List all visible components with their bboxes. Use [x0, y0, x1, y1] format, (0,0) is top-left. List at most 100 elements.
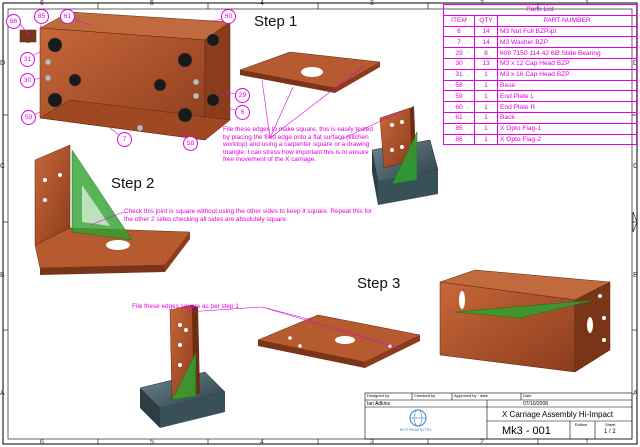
step2-heading: Step 2 [111, 175, 155, 192]
centering-mark-right [632, 211, 638, 233]
balloon-86: 86 [6, 14, 21, 29]
zone-bottom-3: 3 [370, 439, 374, 446]
parts-cell-part: 608 7150 114 42 6Ø Slide Bearing [497, 47, 637, 59]
parts-cell-qty: 1 [474, 122, 498, 135]
date-label: Date [523, 393, 532, 398]
approved-by-label: Approved by - date [454, 393, 488, 398]
parts-list-title: Parts List [443, 4, 637, 16]
zone-left-b: B [0, 272, 5, 279]
zone-bottom-4: 4 [260, 439, 264, 446]
step1-note: File these edges to make square, this is… [223, 126, 373, 164]
parts-cell-item: 60 [443, 101, 475, 113]
balloon-58: 58 [183, 136, 198, 151]
sheet-value: 1 / 2 [604, 429, 616, 435]
parts-cell-qty: 1 [474, 90, 498, 103]
drawing-title: X Carriage Assembly Hi-Impact [502, 410, 614, 419]
step2-note: Check this joint is square without using… [124, 208, 372, 223]
zone-left-d: D [0, 60, 6, 67]
balloon-30: 30 [20, 73, 35, 88]
step3-heading: Step 3 [357, 275, 401, 292]
step2-assembly [34, 144, 191, 275]
parts-cell-item: 30 [443, 57, 475, 70]
parts-cell-item: 86 [443, 133, 475, 146]
parts-cell-part: End Plate R [497, 101, 637, 113]
parts-header-part-number: PART NUMBER [497, 14, 637, 27]
company-logo-text: BITS FROM BYTES [400, 428, 432, 432]
parts-cell-part: Base [497, 79, 637, 92]
sheet-label: Sheet [605, 422, 616, 427]
checked-by-label: Checked by [414, 393, 436, 398]
parts-cell-qty: 14 [474, 36, 498, 49]
zone-bottom-5: 5 [150, 439, 154, 446]
logo-globe [409, 409, 427, 427]
zone-bottom-1: 1 [585, 439, 589, 446]
zone-ticks [3, 3, 637, 444]
parts-cell-qty: 1 [474, 101, 498, 113]
parts-cell-qty: 1 [474, 111, 498, 124]
parts-cell-part: End Plate L [497, 90, 637, 103]
parts-cell-item: 7 [443, 36, 475, 49]
balloon-31: 31 [20, 52, 35, 67]
step3-l-assembly [439, 269, 611, 373]
zone-top-2: 2 [480, 0, 484, 7]
step3-square-test [139, 304, 226, 428]
parts-cell-part: M3 x 16 Cap Head BZP [497, 68, 637, 81]
parts-header-item: ITEM [443, 14, 475, 27]
step3-note: File these edges square as per step 1 [132, 303, 239, 310]
parts-cell-qty: 8 [474, 47, 498, 59]
designed-by-value: Ian Adkins [367, 401, 391, 407]
parts-cell-qty: 1 [474, 68, 498, 81]
balloon-29: 29 [235, 88, 250, 103]
step3-base-plate [257, 314, 421, 368]
balloon-59: 59 [21, 110, 36, 125]
zone-right-a: A [633, 390, 638, 397]
inner-border [7, 8, 633, 440]
step1-assembly [19, 11, 231, 141]
parts-cell-item: 6 [443, 25, 475, 38]
zone-left-c: C [0, 163, 6, 170]
title-block-frame [364, 392, 633, 440]
parts-header-qty: QTY [474, 14, 498, 27]
designed-by-label: Designed by [367, 393, 390, 398]
balloon-7: 7 [117, 132, 132, 147]
parts-cell-qty: 1 [474, 79, 498, 92]
zone-right-c: C [633, 163, 639, 170]
edition-label: Edition [575, 422, 588, 427]
parts-cell-part: X Opto Flag-1 [497, 122, 637, 135]
step1-square-test [371, 106, 439, 205]
zone-top-1: 1 [585, 0, 589, 7]
balloon-6: 6 [235, 105, 250, 120]
parts-cell-item: 29 [443, 47, 475, 59]
parts-cell-qty: 13 [474, 57, 498, 70]
date-value: 07/10/2008 [523, 401, 549, 407]
parts-cell-qty: 14 [474, 25, 498, 38]
parts-cell-qty: 1 [474, 133, 498, 146]
zone-bottom-6: 6 [40, 439, 44, 446]
parts-cell-item: 58 [443, 79, 475, 92]
parts-cell-item: 61 [443, 111, 475, 124]
parts-cell-item: 59 [443, 90, 475, 103]
parts-cell-part: M3 Washer BZP [497, 36, 637, 49]
zone-top-5: 5 [150, 0, 154, 7]
parts-cell-item: 85 [443, 122, 475, 135]
parts-cell-part: M3 Nut Full BZP.ipt [497, 25, 637, 38]
zone-top-6: 6 [40, 0, 44, 7]
parts-cell-part: M3 x 12 Cap Head BZP [497, 57, 637, 70]
step1-heading: Step 1 [254, 13, 298, 30]
balloon-85: 85 [34, 9, 49, 24]
parts-cell-part: Back [497, 111, 637, 124]
